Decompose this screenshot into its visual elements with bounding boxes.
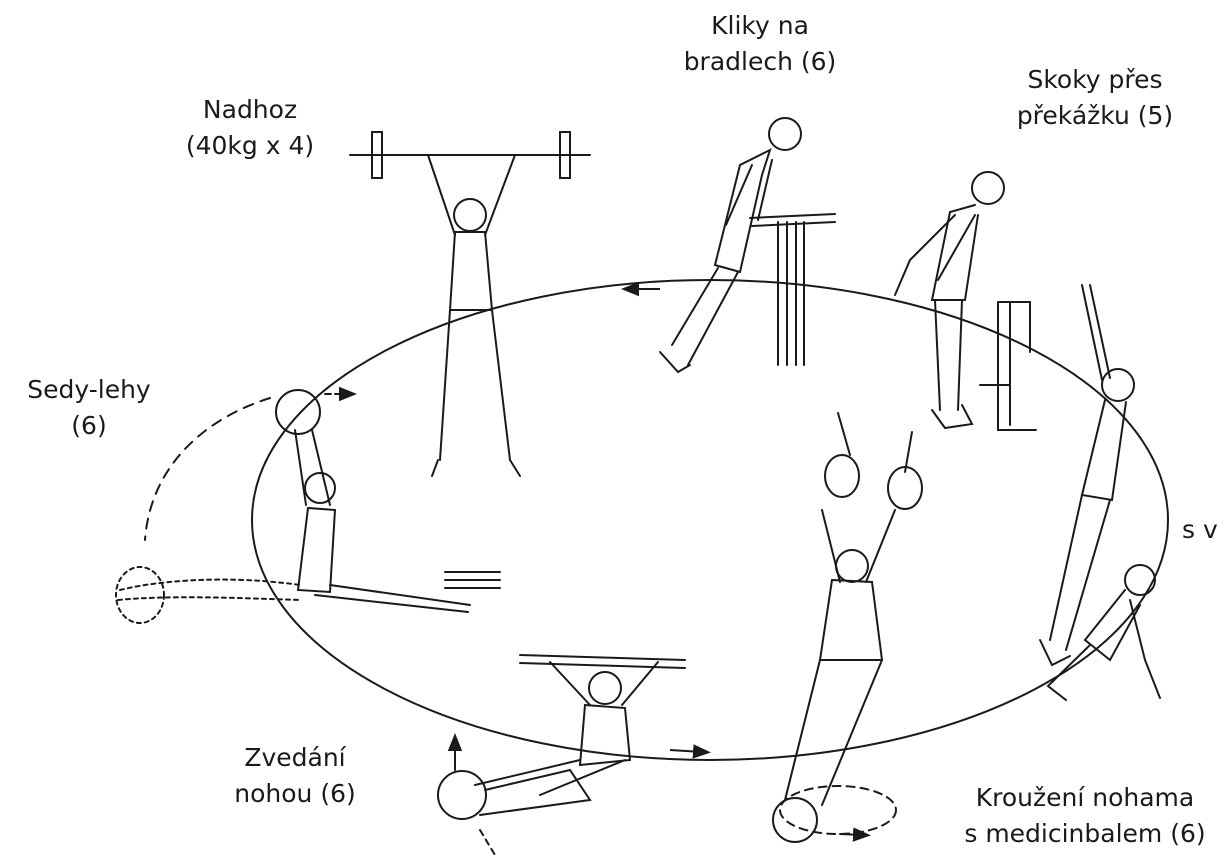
figure-squat-jumps [1039,284,1161,701]
station-label-leg-raises: Zvedání nohou (6) [210,740,380,812]
figure-pull-ups [474,654,686,796]
station-label-sit-ups: Sedy-lehy (6) [14,372,164,444]
station-label-line2: bradlech (6) [683,47,837,76]
figure-leg-circles [772,412,923,843]
station-label-line1: s v [1182,515,1218,544]
station-label-leg-circles: Kroužení nohama s medicinbalem (6) [950,780,1220,852]
figure-hurdle-jumps [894,171,1037,431]
station-label-line2: s medicinbalem (6) [964,819,1206,848]
station-label-line2: nohou (6) [234,779,356,808]
direction-arrow-bottom [669,744,711,759]
figure-leg-raises [437,733,592,856]
station-label-line1: Nadhoz [202,95,298,124]
station-label-line2: (40kg x 4) [185,131,315,160]
station-label-parallel-bar-dips: Kliky na bradlech (6) [660,8,860,80]
station-label-line1: Skoky přes [1027,65,1163,94]
station-label-line2: (6) [71,411,107,440]
station-label-line2: překážku (5) [1016,101,1174,130]
figure-parallel-bar-dips [659,117,836,374]
station-label-overhead-press: Nadhoz (40kg x 4) [180,92,320,164]
station-label-hurdle-jumps: Skoky přes překážku (5) [990,62,1200,134]
station-label-line1: Kroužení nohama [975,783,1195,812]
station-label-line1: Sedy-lehy [27,375,151,404]
station-label-line1: Zvedání [244,743,346,772]
figure-overhead-press [349,131,591,477]
station-label-squat-jumps: s v [1182,512,1230,548]
figure-sit-ups [115,386,501,624]
station-label-line1: Kliky na [711,11,809,40]
